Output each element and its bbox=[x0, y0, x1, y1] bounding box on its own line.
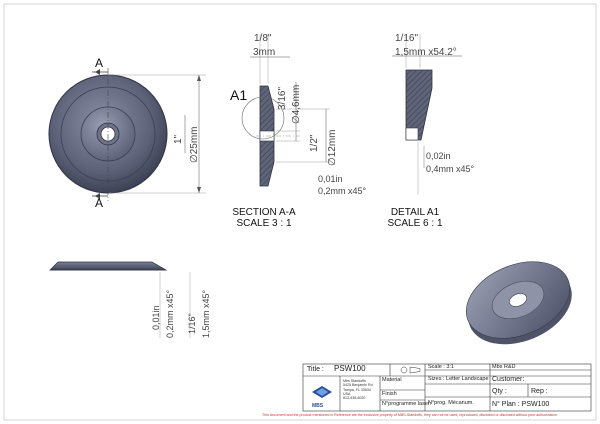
detail-dim-chamfer-mm: 0,4mm x45° bbox=[426, 164, 475, 174]
title-value: PSW100 bbox=[334, 364, 366, 373]
address-line: USA bbox=[343, 391, 351, 396]
dim-thickness-inch: 1/8" bbox=[254, 33, 272, 44]
plan-label: N° Plan : PSW100 bbox=[492, 401, 550, 408]
programmer-label: N°programme laser: bbox=[382, 401, 432, 407]
side-dim-chamfer2-mm: 1,5mm x45° bbox=[201, 289, 211, 338]
detail-dim-top-inch: 1/16" bbox=[395, 33, 419, 44]
qty-label: Qty : bbox=[492, 388, 507, 395]
dim-height-inch: 1" bbox=[173, 134, 184, 144]
address-line: 5425 Benjamin Rd bbox=[343, 383, 373, 388]
prog-label: N°prog. Mécanum. bbox=[428, 400, 474, 406]
side-dim-chamfer1-mm: 0,2mm x45° bbox=[165, 289, 175, 338]
front-view bbox=[48, 68, 206, 201]
company-logo bbox=[312, 386, 332, 398]
company-address: Mbs Standoffs 5425 Benjamin Rd Tampa, FL… bbox=[343, 379, 373, 400]
sheet-border bbox=[3, 3, 597, 421]
finish-label: Finish bbox=[382, 391, 397, 397]
title-label: Title : bbox=[307, 366, 324, 373]
section-scale: SCALE 3 : 1 bbox=[236, 218, 292, 229]
detail-dim-chamfer-inch: 0,02in bbox=[426, 151, 451, 161]
section-view bbox=[241, 34, 330, 187]
material-label: Material bbox=[382, 377, 402, 383]
scale-field: Scale : 3:1 bbox=[428, 364, 454, 370]
sizes-field: Sizes : Letter Landscape bbox=[428, 376, 489, 382]
dim-bore-mm: ∅4,6mm bbox=[291, 84, 302, 124]
side-dim-chamfer1-inch: 0,01in bbox=[151, 305, 161, 330]
rep-label: Rep : bbox=[531, 388, 548, 395]
side-view bbox=[49, 261, 191, 338]
dim-recess-inch: 1/2" bbox=[309, 134, 320, 152]
dim-chamfer-inch: 0,01in bbox=[318, 174, 343, 184]
section-marker-top: A bbox=[95, 56, 104, 70]
dim-recess-mm: ∅12mm bbox=[327, 129, 338, 167]
detail-scale: SCALE 6 : 1 bbox=[387, 218, 443, 229]
dim-thickness-mm: 3mm bbox=[253, 47, 276, 58]
dim-chamfer-mm: 0,2mm x45° bbox=[318, 186, 367, 196]
section-marker-bottom: A bbox=[95, 196, 104, 210]
detail-ref-label: A1 bbox=[230, 87, 248, 103]
address-line: Tampa, FL 33634 bbox=[343, 387, 371, 392]
company-field: Mbs R&D bbox=[492, 364, 516, 370]
detail-view bbox=[392, 34, 462, 195]
side-dim-chamfer2-inch: 1/16" bbox=[187, 313, 197, 334]
section-caption: SECTION A-A bbox=[232, 207, 296, 218]
dim-diameter: ∅25mm bbox=[189, 126, 200, 164]
title-block bbox=[302, 363, 592, 412]
detail-caption: DETAIL A1 bbox=[390, 207, 440, 218]
disclaimer: This document and the product mentioned … bbox=[262, 413, 558, 417]
address-line: Mbs Standoffs bbox=[343, 379, 366, 383]
customer-label: Customer: bbox=[492, 376, 525, 383]
dim-bore-inch: 3/16" bbox=[277, 86, 288, 110]
logo-text: MBS bbox=[312, 403, 324, 409]
iso-view bbox=[465, 261, 572, 345]
detail-dim-top-mm: 1,5mm x54.2° bbox=[395, 47, 457, 58]
address-line: 813-938-6020 bbox=[343, 396, 366, 401]
